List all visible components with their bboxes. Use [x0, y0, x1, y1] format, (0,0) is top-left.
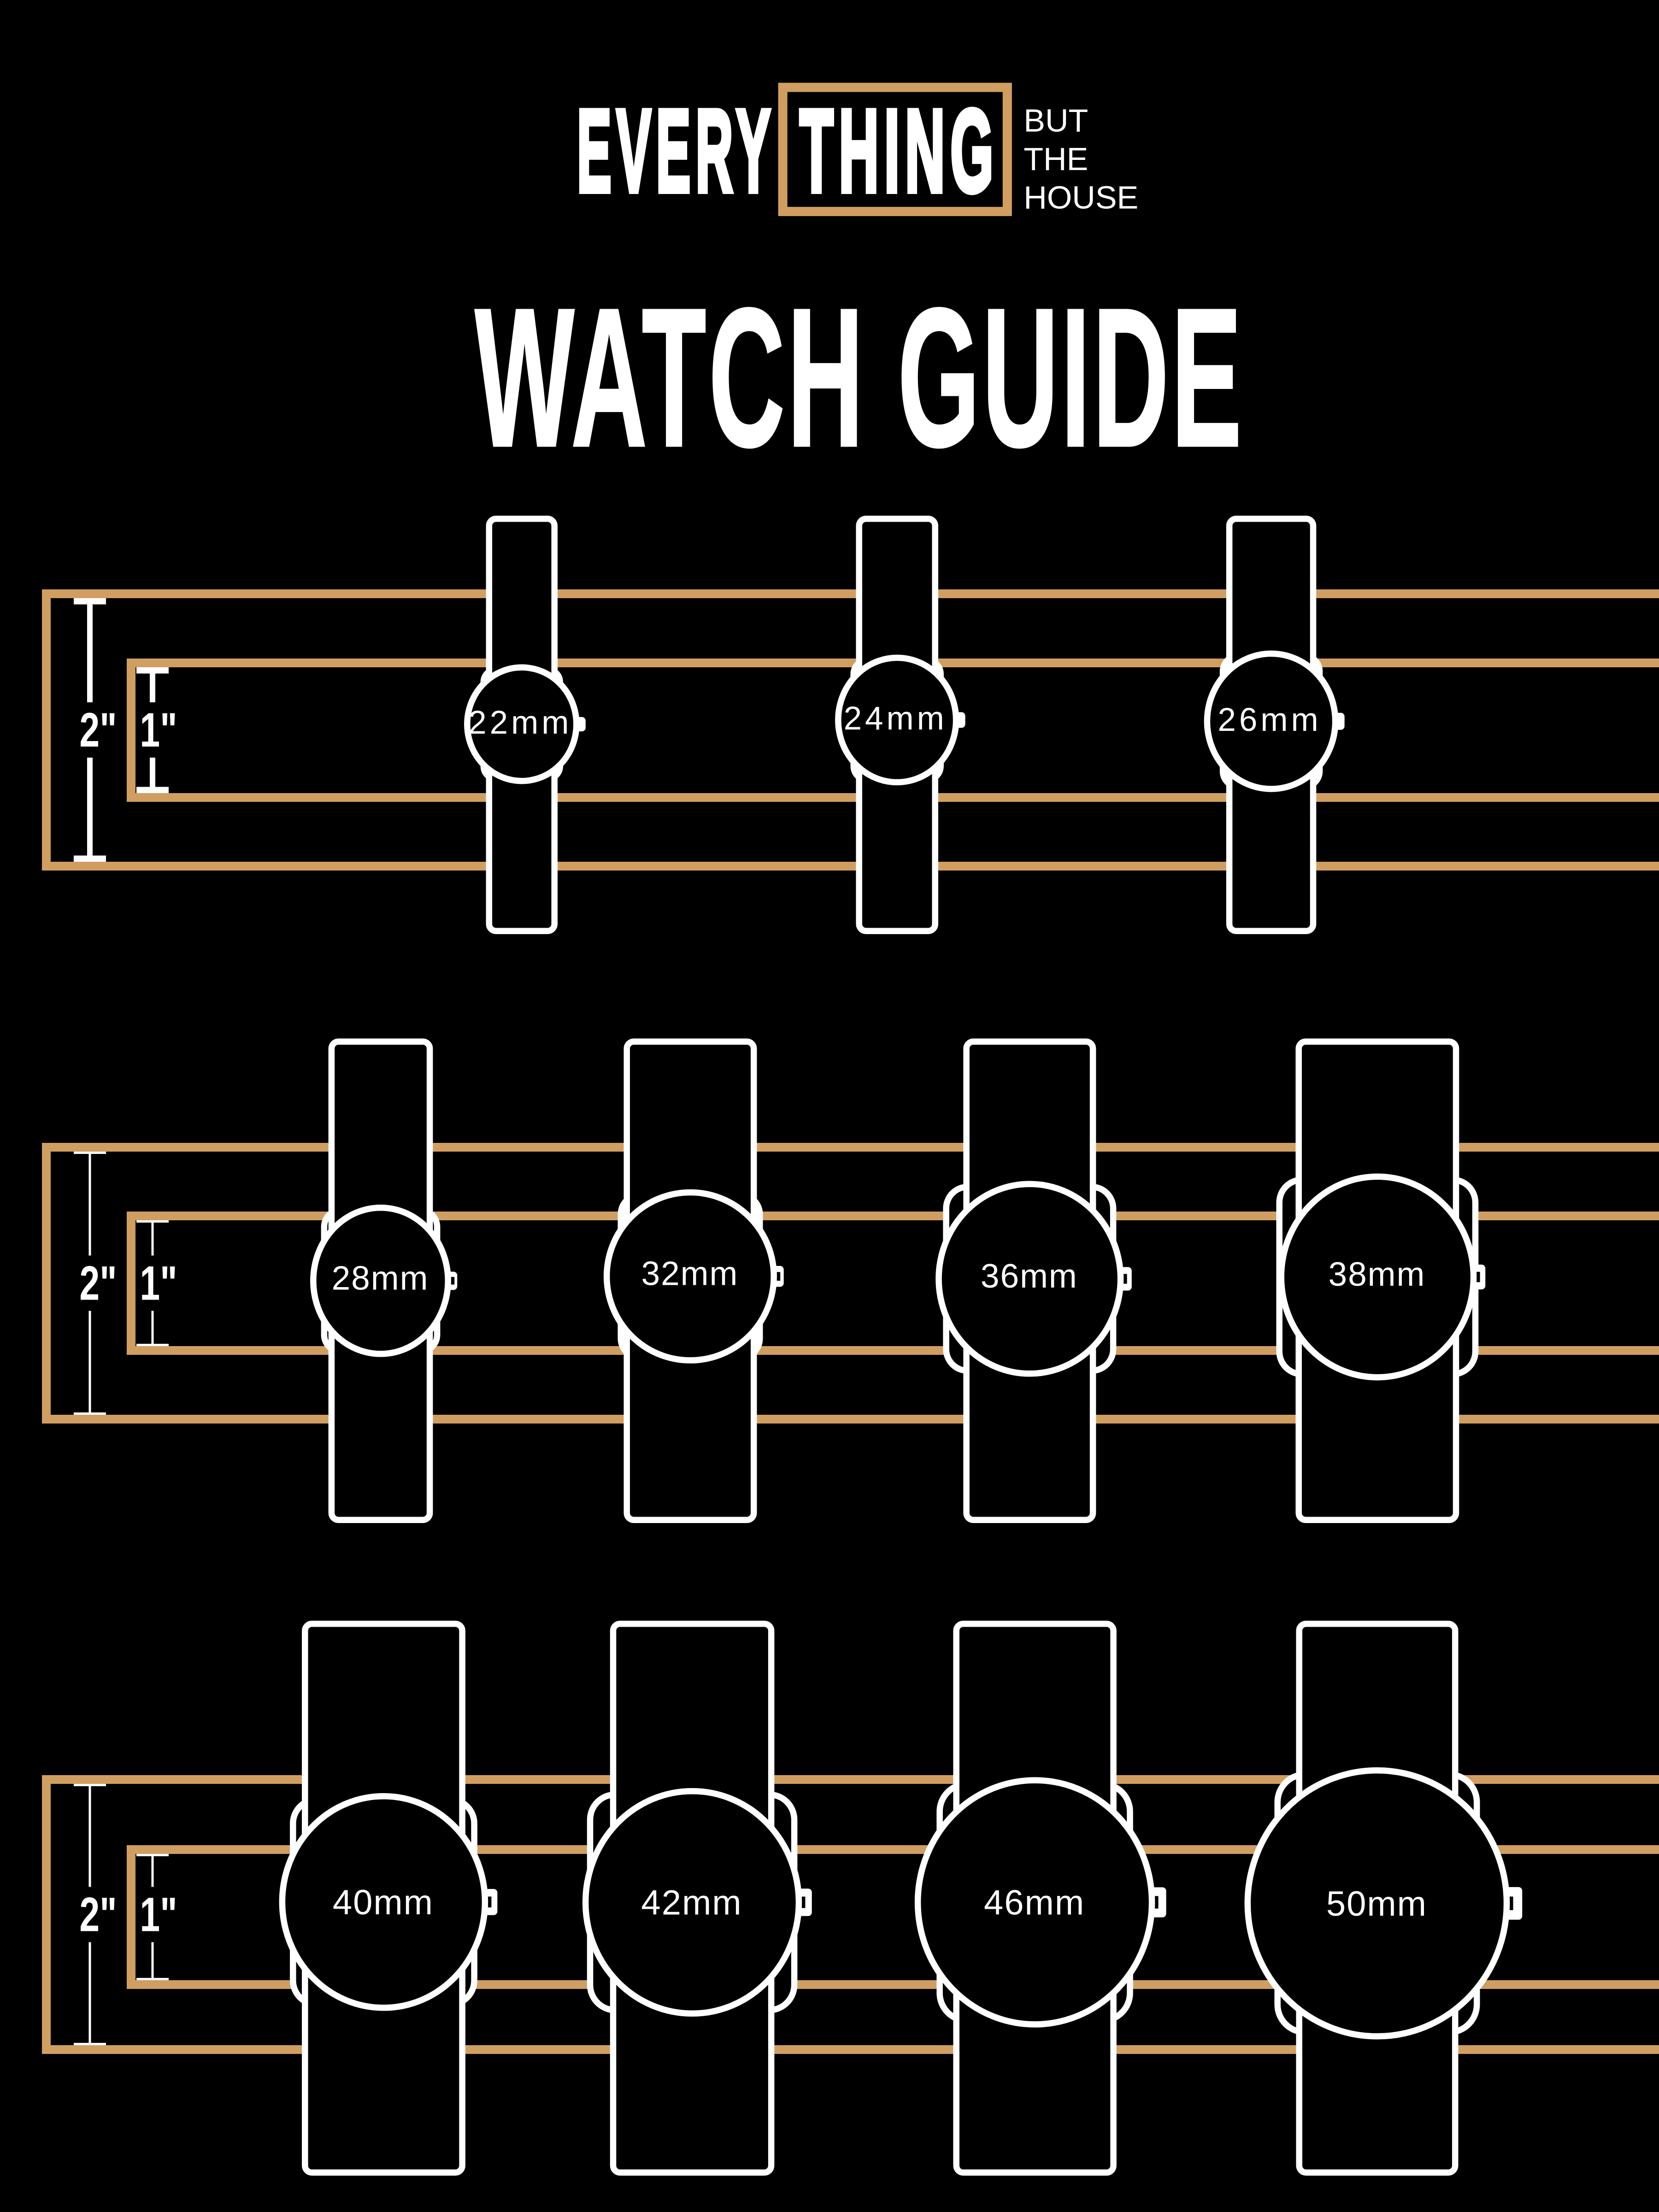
svg-text:THING: THING — [800, 86, 999, 217]
svg-text:50mm: 50mm — [1326, 1884, 1427, 1924]
svg-text:36mm: 36mm — [981, 1258, 1078, 1295]
svg-text:1": 1" — [140, 703, 177, 757]
svg-text:HOUSE: HOUSE — [1024, 180, 1138, 216]
svg-text:2": 2" — [79, 1888, 117, 1942]
svg-text:38mm: 38mm — [1328, 1256, 1425, 1293]
svg-text:1": 1" — [140, 1256, 177, 1311]
svg-text:WATCH GUIDE: WATCH GUIDE — [475, 267, 1244, 488]
svg-text:28mm: 28mm — [332, 1259, 429, 1297]
svg-text:24mm: 24mm — [844, 700, 947, 737]
svg-text:THE: THE — [1024, 141, 1088, 177]
svg-text:2": 2" — [79, 703, 117, 757]
svg-text:32mm: 32mm — [641, 1255, 738, 1293]
svg-text:26mm: 26mm — [1218, 702, 1321, 738]
svg-text:42mm: 42mm — [641, 1883, 742, 1923]
svg-text:BUT: BUT — [1024, 102, 1088, 138]
svg-text:1": 1" — [140, 1888, 177, 1942]
svg-text:46mm: 46mm — [984, 1883, 1085, 1923]
svg-text:40mm: 40mm — [333, 1883, 434, 1922]
svg-text:22mm: 22mm — [468, 705, 572, 741]
svg-text:2": 2" — [79, 1256, 117, 1311]
svg-text:EVERY: EVERY — [577, 85, 776, 217]
